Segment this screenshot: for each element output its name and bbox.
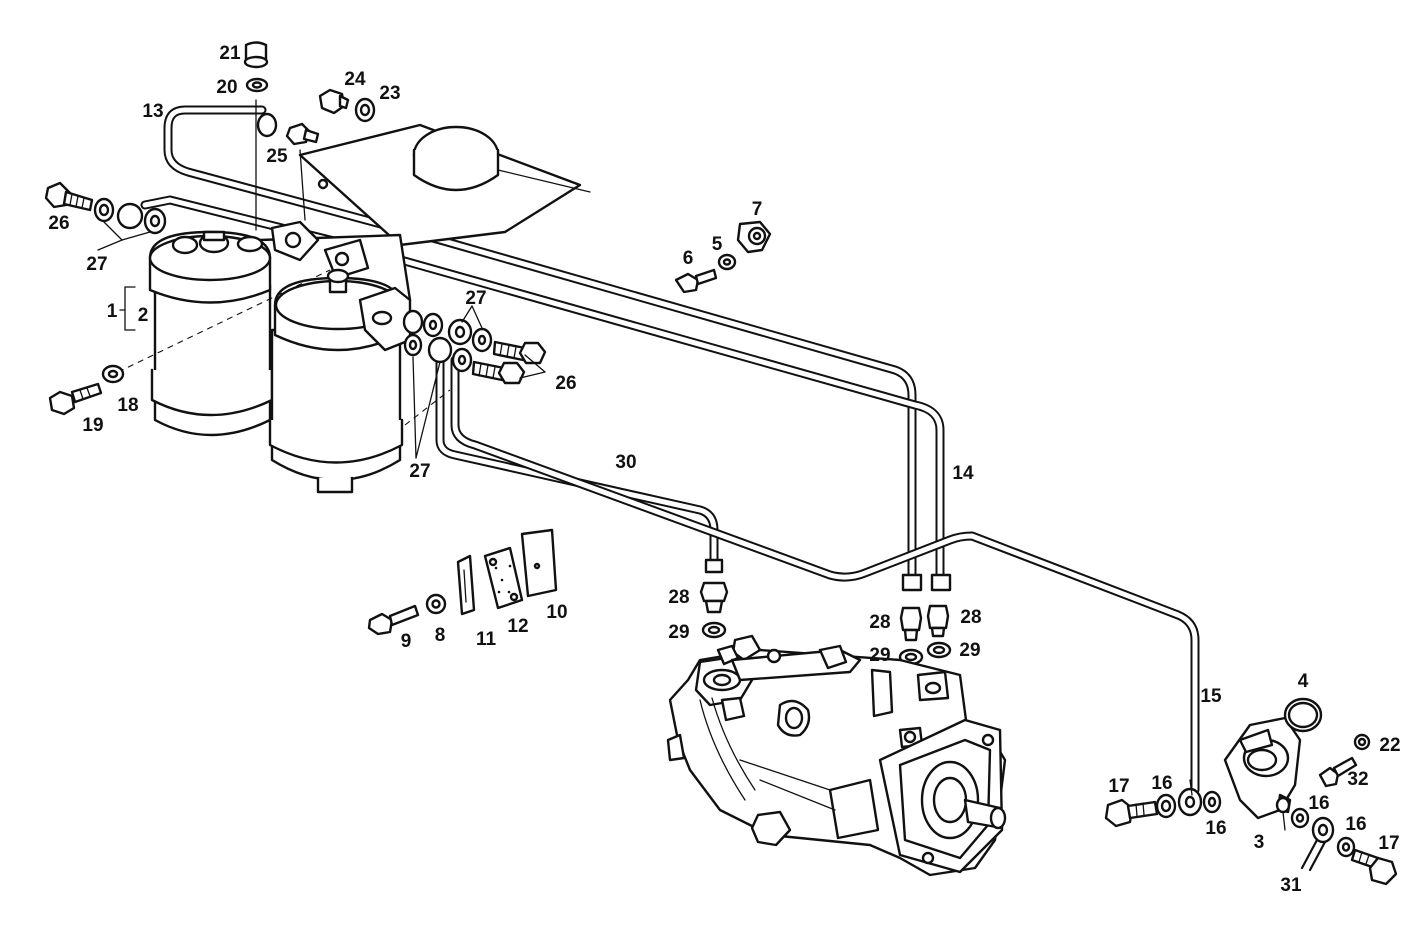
callout-9: 9 [401, 631, 412, 652]
callout-11: 11 [476, 629, 497, 650]
callout-17-a: 17 [1108, 776, 1129, 797]
callout-31: 31 [1280, 875, 1302, 896]
oring-4 [1283, 697, 1323, 733]
callout-10: 10 [546, 602, 567, 623]
pipe-30 [435, 350, 1200, 795]
block-12 [483, 546, 524, 610]
pipe-13 [163, 105, 917, 580]
washer-29-left [701, 621, 727, 639]
fuel-filter-left [148, 230, 274, 437]
lift-pump-3 [1223, 716, 1302, 820]
nut-25 [256, 112, 320, 146]
callout-8: 8 [435, 625, 446, 646]
washer-8 [425, 593, 447, 615]
callout-labels: 1 2 3 4 5 6 7 8 9 10 11 12 13 14 15 16 1… [48, 43, 1400, 896]
callout-26-a: 26 [48, 213, 69, 234]
callout-28-c: 28 [960, 607, 981, 628]
callout-2: 2 [138, 305, 149, 326]
washer-27-left-a [93, 197, 115, 223]
washer-16-d [1336, 836, 1356, 858]
callout-17-b: 17 [1378, 833, 1399, 854]
callout-26-b: 26 [555, 373, 576, 394]
banjo-15 [1177, 787, 1203, 817]
callout-29-c: 29 [959, 640, 980, 661]
washer-18 [101, 364, 125, 384]
plug-21 [243, 41, 269, 69]
callout-6: 6 [683, 248, 694, 269]
union-28-right [926, 573, 952, 638]
washer-20 [245, 77, 269, 93]
union-28-mid [899, 573, 923, 642]
union-28-left [699, 558, 729, 614]
callout-27-a: 27 [86, 254, 107, 275]
bolt-32 [1318, 756, 1358, 788]
callout-22: 22 [1379, 735, 1400, 756]
callout-1: 1 [107, 301, 118, 322]
washer-5 [717, 253, 737, 271]
callout-13: 13 [142, 101, 163, 122]
washer-16-b [1202, 790, 1222, 814]
bolt-19 [48, 382, 103, 416]
callout-14: 14 [952, 463, 974, 484]
banjo-bolt-26-right [471, 340, 547, 385]
callout-12: 12 [507, 616, 528, 637]
banjo-bolt-26-left [44, 181, 94, 212]
callout-27-c: 27 [409, 461, 430, 482]
banjo-27-left [116, 202, 167, 235]
banjo-31 [1300, 816, 1335, 872]
bolt-6 [674, 268, 718, 294]
plate-10 [520, 528, 558, 598]
callout-23: 23 [379, 83, 400, 104]
callout-20: 20 [216, 77, 237, 98]
washer-29-right [926, 641, 952, 659]
injection-pump [666, 634, 1007, 877]
callout-7: 7 [752, 199, 763, 220]
callout-5: 5 [712, 234, 723, 255]
clamp-7 [736, 220, 772, 254]
washer-22 [1353, 733, 1371, 751]
callout-24: 24 [344, 69, 366, 90]
callout-21: 21 [219, 43, 241, 64]
washer-16-c [1290, 807, 1310, 829]
callout-19: 19 [82, 415, 103, 436]
callout-25: 25 [266, 146, 288, 167]
leader-lines [97, 221, 1286, 831]
bolt-9 [367, 604, 420, 636]
plate-11 [456, 554, 476, 616]
callout-16-a: 16 [1151, 773, 1172, 794]
fuel-filter-right [268, 268, 412, 494]
washer-16-a [1155, 793, 1177, 819]
banjo-bolt-17-right [1350, 848, 1398, 886]
callout-16-c: 16 [1308, 793, 1329, 814]
callout-18: 18 [117, 395, 138, 416]
banjo-bolt-17-left [1104, 798, 1159, 828]
callout-16-d: 16 [1345, 814, 1366, 835]
callout-16-b: 16 [1205, 818, 1226, 839]
callout-27-b: 27 [465, 288, 486, 309]
callout-28-a: 28 [668, 587, 689, 608]
nut-24 [318, 88, 350, 115]
callout-30: 30 [615, 452, 636, 473]
callout-3: 3 [1254, 832, 1265, 853]
callout-28-b: 28 [869, 612, 890, 633]
pipe-14 [140, 195, 945, 580]
washer-23 [354, 97, 376, 123]
callout-29-a: 29 [668, 622, 689, 643]
callout-32: 32 [1347, 769, 1368, 790]
callout-29-b: 29 [869, 645, 890, 666]
callout-4: 4 [1298, 671, 1309, 692]
callout-15: 15 [1200, 686, 1222, 707]
